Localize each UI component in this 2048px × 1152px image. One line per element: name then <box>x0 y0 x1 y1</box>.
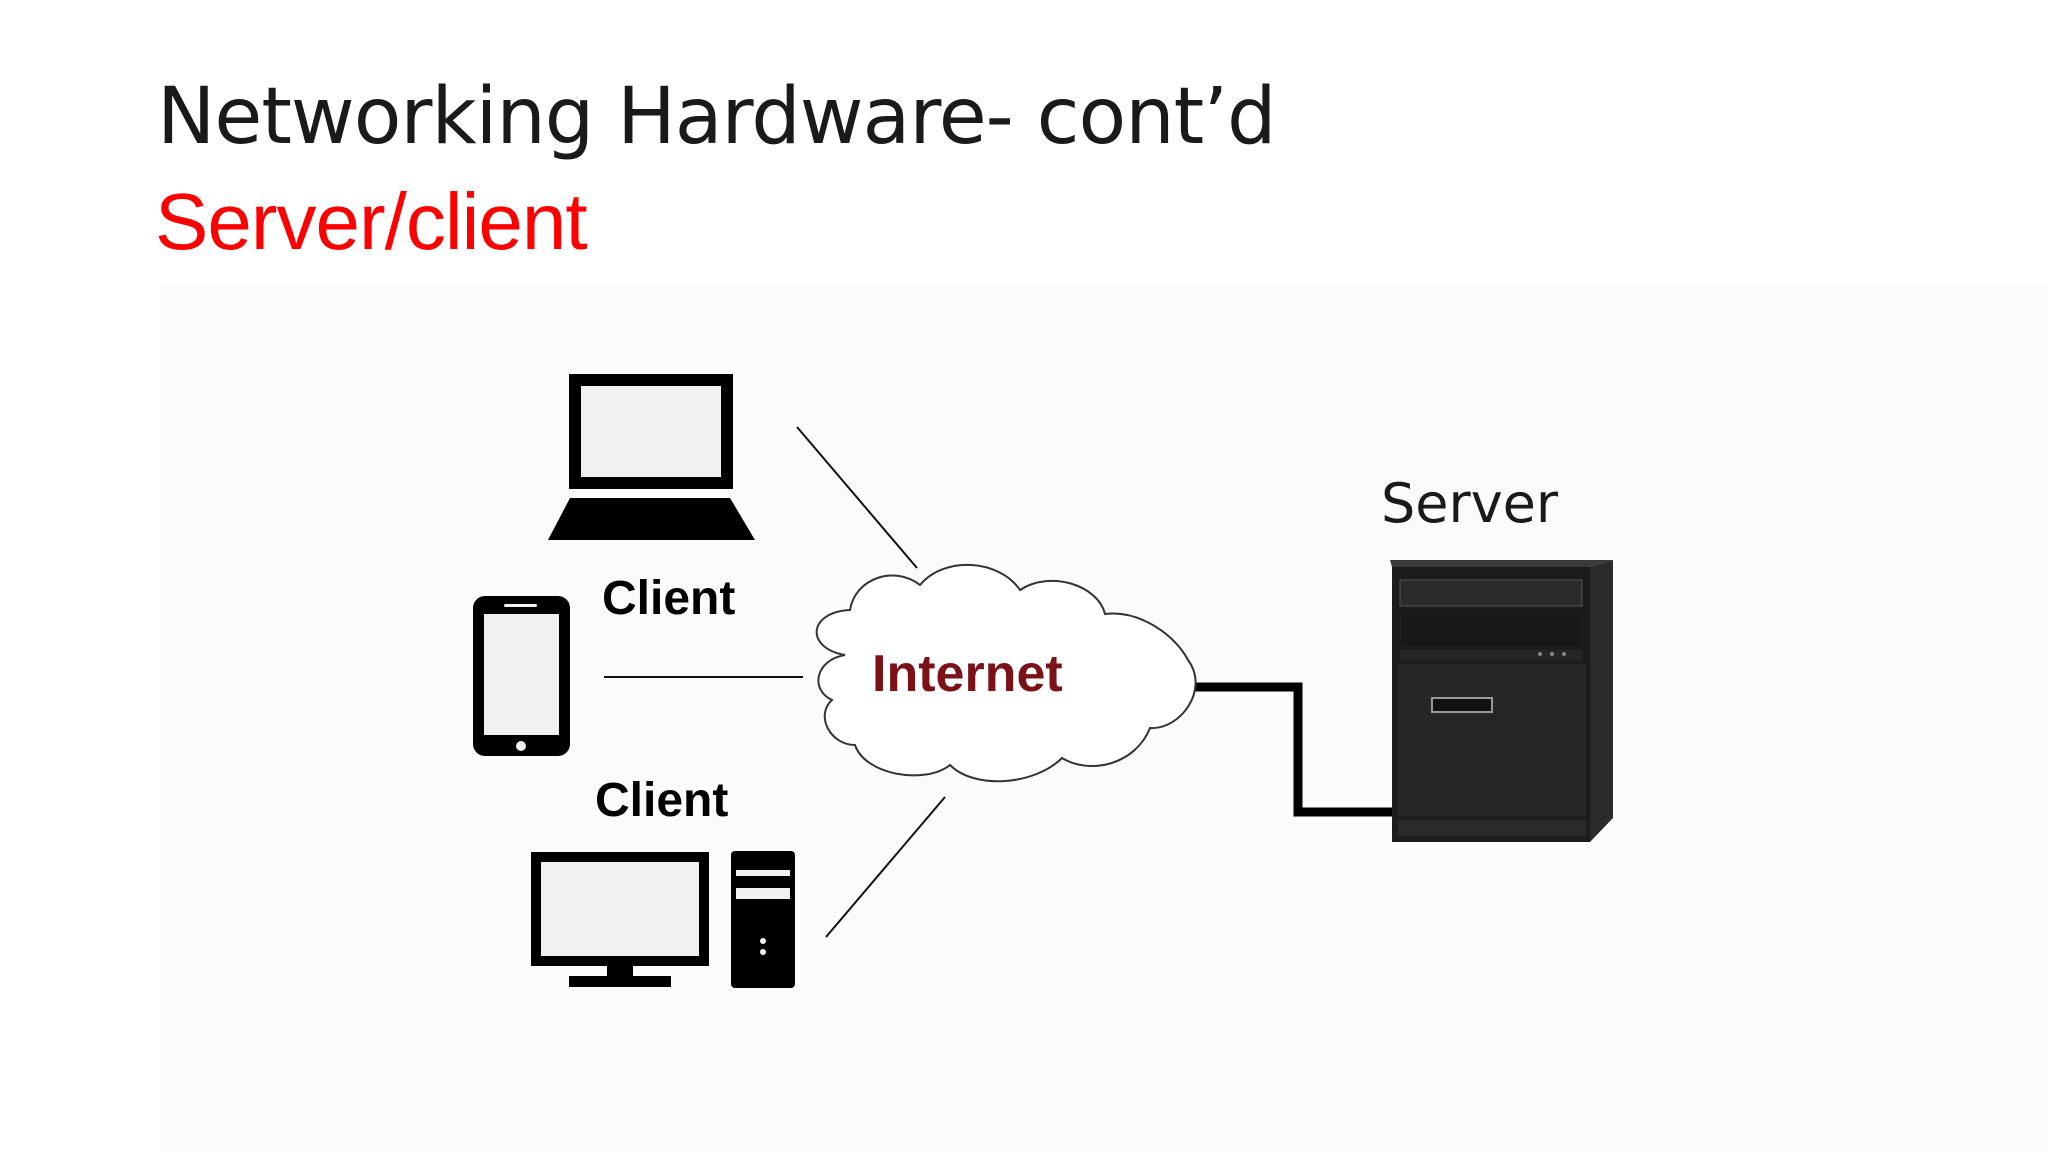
client-label-bottom: Client <box>595 774 728 827</box>
client-label-top: Client <box>602 572 735 625</box>
slide-title: Networking Hardware- cont’d <box>157 72 1277 162</box>
cloud-icon <box>815 564 1197 783</box>
desktop-monitor-icon <box>531 852 709 987</box>
slide-subtitle: Server/client <box>155 177 588 266</box>
desktop-tower-icon <box>731 851 795 988</box>
tablet-icon <box>473 596 570 756</box>
server-connection-cable <box>1194 682 1396 817</box>
server-tower-icon <box>1390 560 1613 842</box>
laptop-connection-line <box>796 426 918 569</box>
cloud-label-internet: Internet <box>872 645 1063 703</box>
desktop-connection-line <box>825 796 946 938</box>
laptop-icon <box>548 374 755 540</box>
server-label: Server <box>1381 472 1559 535</box>
